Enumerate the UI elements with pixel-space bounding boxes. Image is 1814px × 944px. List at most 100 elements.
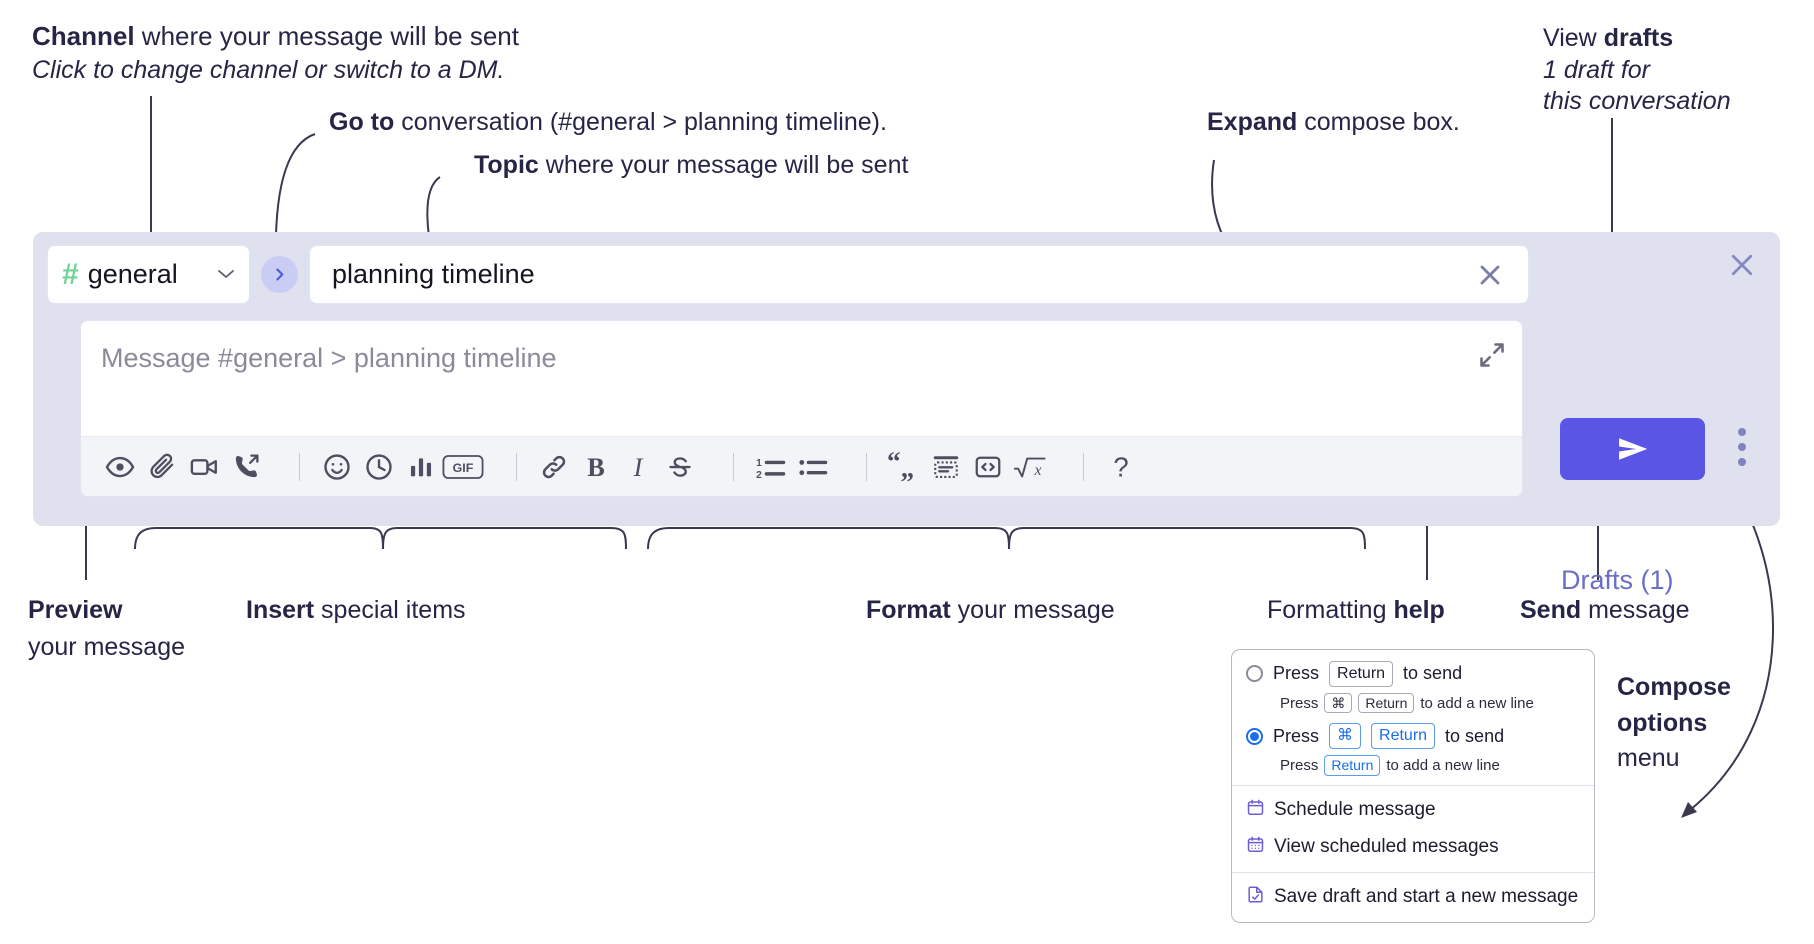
annotation-compose-bold1: Compose (1617, 673, 1731, 701)
svg-text:“: “ (887, 452, 901, 476)
annotation-channel-sub: Click to change channel or switch to a D… (32, 54, 504, 87)
option-press-cmd-return-to-send[interactable]: Press ⌘ Return to send (1246, 723, 1580, 750)
audio-clip-icon[interactable] (225, 446, 267, 488)
link-icon[interactable] (533, 446, 575, 488)
expand-compose-icon[interactable] (1478, 341, 1506, 374)
annotation-drafts-line1: View drafts (1543, 22, 1673, 55)
blockquote-icon[interactable]: “„ (883, 446, 925, 488)
key-command: ⌘ (1329, 723, 1362, 750)
menu-save-draft-group: Save draft and start a new message (1232, 871, 1594, 922)
hash-icon: # (62, 257, 79, 291)
save-draft-icon (1246, 885, 1265, 910)
kebab-dot (1738, 428, 1746, 436)
menu-schedule-group: Schedule message View scheduled messages (1232, 784, 1594, 872)
math-icon[interactable]: x (1009, 446, 1051, 488)
bulleted-list-icon[interactable] (792, 446, 834, 488)
option2-tosend: to send (1445, 725, 1505, 746)
menu-item-schedule-message[interactable]: Schedule message (1232, 792, 1594, 829)
compose-options-menu: Press Return to send Press ⌘ Return to a… (1231, 649, 1595, 923)
message-composer-panel: # general planning timeline Message #gen… (33, 232, 1780, 595)
svg-text:?: ? (1113, 452, 1128, 482)
svg-text:x: x (1034, 461, 1042, 478)
send-button[interactable] (1560, 418, 1705, 480)
svg-text:1: 1 (756, 457, 762, 468)
annotation-channel-rest: where your message will be sent (134, 21, 519, 51)
annotation-drafts-line2: 1 draft for (1543, 54, 1650, 87)
key-return: Return (1324, 755, 1381, 776)
annotation-channel-title: Channel where your message will be sent (32, 20, 519, 54)
toolbar-divider (733, 452, 734, 481)
composer-header-row: # general planning timeline (47, 245, 1529, 304)
menu-item-label: View scheduled messages (1274, 836, 1499, 858)
drafts-link[interactable]: Drafts (1) (1561, 565, 1674, 595)
italic-icon[interactable]: I (617, 446, 659, 488)
attachment-icon[interactable] (141, 446, 183, 488)
poll-icon[interactable] (400, 446, 442, 488)
annotation-compose-3: menu (1617, 744, 1680, 772)
chevron-down-icon (217, 265, 235, 285)
annotation-topic: Topic where your message will be sent (474, 149, 908, 182)
radio-unselected[interactable] (1246, 665, 1263, 683)
menu-item-label: Schedule message (1274, 799, 1436, 821)
menu-item-view-scheduled-messages[interactable]: View scheduled messages (1232, 829, 1594, 866)
clock-icon[interactable] (358, 446, 400, 488)
strikethrough-icon[interactable] (659, 446, 701, 488)
compose-options-button[interactable] (1731, 428, 1753, 466)
annotation-compose-bold2: options (1617, 709, 1708, 737)
svg-text:GIF: GIF (453, 461, 474, 475)
close-icon[interactable] (1727, 250, 1757, 285)
menu-item-save-draft[interactable]: Save draft and start a new message (1232, 879, 1594, 916)
annotation-drafts-pre: View (1543, 24, 1604, 52)
bold-icon[interactable]: B (575, 446, 617, 488)
calendar-grid-icon (1246, 835, 1265, 860)
annotation-format-bold: Format (866, 596, 951, 624)
preview-icon[interactable] (99, 446, 141, 488)
annotation-expand: Expand compose box. (1207, 106, 1460, 139)
gif-icon[interactable]: GIF (442, 446, 484, 488)
annotation-channel-bold: Channel (32, 21, 135, 51)
option-press-return-to-send[interactable]: Press Return to send (1246, 661, 1580, 687)
toolbar-divider (516, 452, 517, 481)
emoji-icon[interactable] (316, 446, 358, 488)
key-return: Return (1329, 661, 1394, 687)
formatting-toolbar: GIF B I (81, 436, 1522, 496)
code-block-icon[interactable] (925, 446, 967, 488)
option1-sub-press: Press (1280, 694, 1319, 712)
toolbar-divider (866, 452, 867, 481)
message-input-area[interactable]: Message #general > planning timeline (80, 320, 1523, 497)
annotation-send-bold: Send (1520, 596, 1582, 624)
topic-input[interactable]: planning timeline (309, 245, 1529, 304)
annotation-drafts-line2-text: 1 draft for (1543, 56, 1650, 84)
annotation-format-rest: your message (950, 596, 1115, 624)
annotation-topic-bold: Topic (474, 151, 539, 179)
option1-press: Press (1273, 663, 1320, 684)
svg-text:I: I (633, 452, 644, 481)
annotation-drafts-line3-text: this conversation (1543, 87, 1731, 115)
option1-sub-tail: to add a new line (1420, 694, 1534, 712)
help-icon[interactable]: ? (1100, 446, 1142, 488)
annotation-goto: Go to conversation (#general > planning … (329, 106, 887, 139)
annotation-help-bold: help (1393, 596, 1445, 624)
key-return: Return (1358, 692, 1415, 714)
video-clip-icon[interactable] (183, 446, 225, 488)
menu-item-label: Save draft and start a new message (1274, 886, 1579, 908)
option2-subtext: Press Return to add a new line (1280, 755, 1580, 776)
annotation-insert: Insert special items (246, 594, 466, 627)
go-to-conversation-button[interactable] (261, 256, 298, 293)
key-command: ⌘ (1324, 692, 1353, 714)
annotation-preview-line2: your message (28, 633, 186, 661)
option1-tosend: to send (1403, 663, 1463, 684)
code-icon[interactable] (967, 446, 1009, 488)
radio-selected[interactable] (1246, 727, 1263, 745)
clear-topic-icon[interactable] (1474, 259, 1506, 291)
annotation-preview: Preview (28, 594, 123, 627)
annotation-send: Send message (1520, 594, 1690, 627)
channel-selector-button[interactable]: # general (47, 245, 250, 304)
annotation-topic-rest: where your message will be sent (538, 151, 909, 179)
topic-value: planning timeline (332, 259, 535, 289)
annotation-help: Formatting help (1267, 594, 1445, 627)
svg-text:B: B (587, 452, 605, 481)
annotation-drafts-bold: drafts (1603, 24, 1674, 52)
